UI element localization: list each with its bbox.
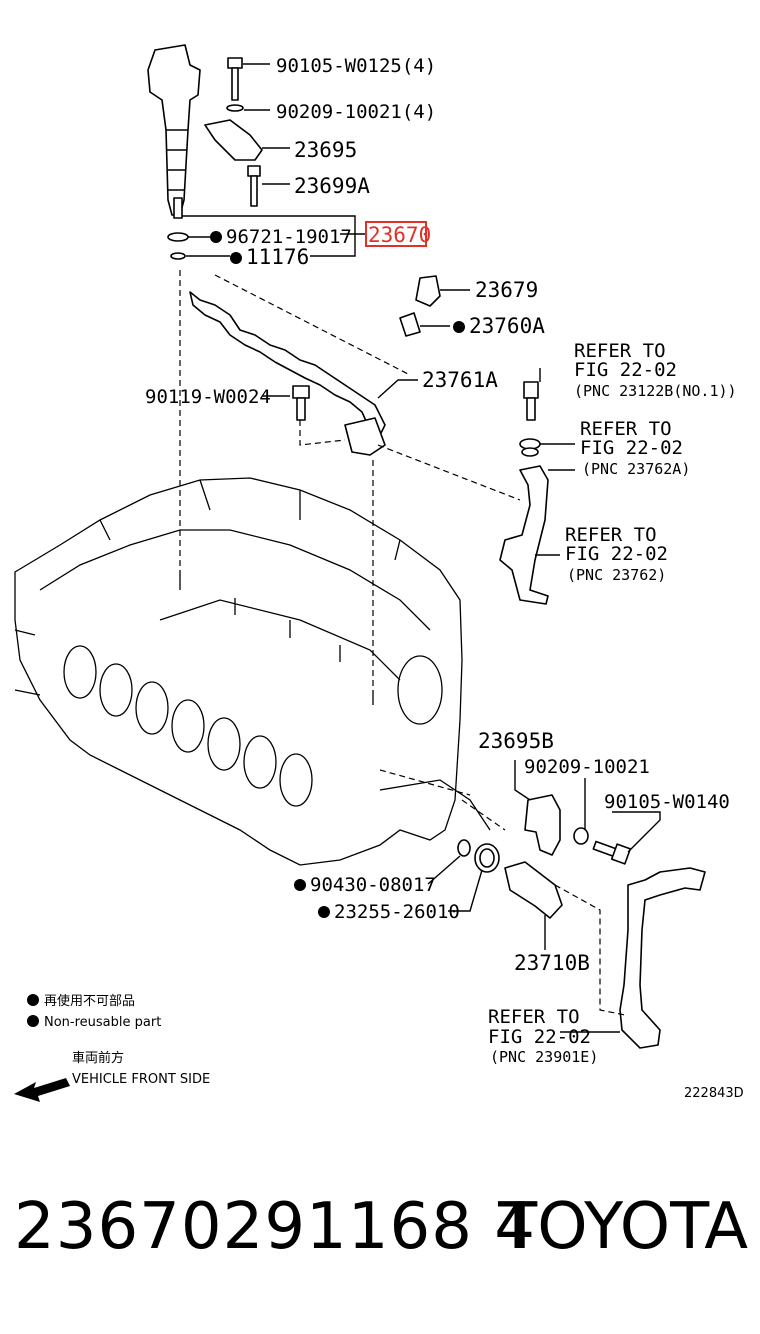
- non-reusable-dot: [318, 906, 330, 918]
- front-jp: 車両前方: [72, 1050, 124, 1066]
- svg-text:REFER TO: REFER TO: [565, 524, 657, 546]
- legend-jp: 再使用不可部品: [44, 993, 135, 1009]
- label-pipe: 23761A: [422, 368, 498, 392]
- non-reusable-dot: [294, 879, 306, 891]
- union-part: [415, 275, 441, 307]
- legend-dot: [27, 994, 39, 1006]
- label-union: 23679: [475, 278, 538, 302]
- svg-text:(PNC 23762A): (PNC 23762A): [582, 460, 690, 478]
- label-bolt-pipe: 90119-W0024: [145, 386, 271, 408]
- bolt-b-part: [592, 840, 632, 865]
- svg-text:FIG 22-02: FIG 22-02: [565, 543, 668, 565]
- label-bracket-b: 23695B: [478, 729, 554, 753]
- svg-text:REFER TO: REFER TO: [488, 1006, 580, 1028]
- label-stud: 23699A: [294, 174, 370, 198]
- svg-text:FIG 22-02: FIG 22-02: [574, 359, 677, 381]
- svg-text:REFER TO: REFER TO: [580, 418, 672, 440]
- bolt-pipe-part: [292, 385, 310, 421]
- clip-part: [399, 312, 421, 337]
- washer-b-part: [573, 827, 589, 845]
- label-washer-b: 90209-10021: [524, 756, 650, 778]
- non-reusable-dot: [230, 252, 242, 264]
- refer-fitting-2: [519, 438, 541, 457]
- label-washer-top: 90209-10021(4): [276, 101, 436, 123]
- label-sensor: 23710B: [514, 951, 590, 975]
- refer-pipe-3: [499, 465, 549, 605]
- stud-part: [247, 165, 261, 207]
- refer-note-3: REFER TO FIG 22-02 (PNC 23762): [565, 524, 668, 584]
- refer-note-4: REFER TO FIG 22-02 (PNC 23901E): [488, 1006, 598, 1066]
- label-bolt-b: 90105-W0140: [604, 791, 730, 813]
- svg-text:(PNC 23762): (PNC 23762): [567, 566, 666, 584]
- footer: 23670291168 4 TOYOTA: [14, 1190, 754, 1280]
- injector: [147, 44, 201, 260]
- highlight-box: [365, 221, 427, 247]
- sensor-part: [504, 861, 563, 919]
- label-gasket: 11176: [246, 245, 309, 269]
- refer-hose-4: [619, 867, 706, 1049]
- label-clip: 23760A: [469, 314, 545, 338]
- figure-code: 222843D: [684, 1086, 744, 1101]
- footer-brand: TOYOTA: [498, 1190, 748, 1264]
- label-highlight: 23670: [368, 223, 431, 247]
- injection-pipe: [189, 291, 386, 456]
- svg-text:FIG 22-02: FIG 22-02: [580, 437, 683, 459]
- label-ring-a: 90430-08017: [310, 874, 436, 896]
- svg-text:(PNC 23122B(NO.1)): (PNC 23122B(NO.1)): [574, 382, 737, 400]
- refer-fitting-1: [523, 381, 539, 421]
- legend-en: Non-reusable part: [44, 1015, 161, 1030]
- label-oring: 96721-19017: [226, 226, 352, 248]
- svg-text:FIG 22-02: FIG 22-02: [488, 1026, 591, 1048]
- footer-part-number: 23670291168 4: [14, 1190, 536, 1264]
- label-clamp: 23695: [294, 138, 357, 162]
- refer-note-2: REFER TO FIG 22-02 (PNC 23762A): [580, 418, 690, 478]
- front-arrow-icon: [14, 1078, 70, 1102]
- engine-block: [14, 477, 491, 866]
- bolt-top-part: [226, 57, 244, 112]
- label-bolt-top: 90105-W0125(4): [276, 55, 436, 77]
- svg-text:(PNC 23901E): (PNC 23901E): [490, 1048, 598, 1066]
- ring-b-part: [474, 843, 500, 873]
- front-en: VEHICLE FRONT SIDE: [72, 1072, 210, 1087]
- label-ring-b: 23255-26010: [334, 901, 460, 923]
- non-reusable-dot: [453, 321, 465, 333]
- legend-dot: [27, 1015, 39, 1027]
- ring-a-part: [457, 839, 471, 857]
- clamp-part: [204, 119, 263, 161]
- svg-text:REFER TO: REFER TO: [574, 340, 666, 362]
- bracket-b-part: [524, 794, 561, 856]
- non-reusable-dot: [210, 231, 222, 243]
- refer-note-1: REFER TO FIG 22-02 (PNC 23122B(NO.1)): [574, 340, 737, 400]
